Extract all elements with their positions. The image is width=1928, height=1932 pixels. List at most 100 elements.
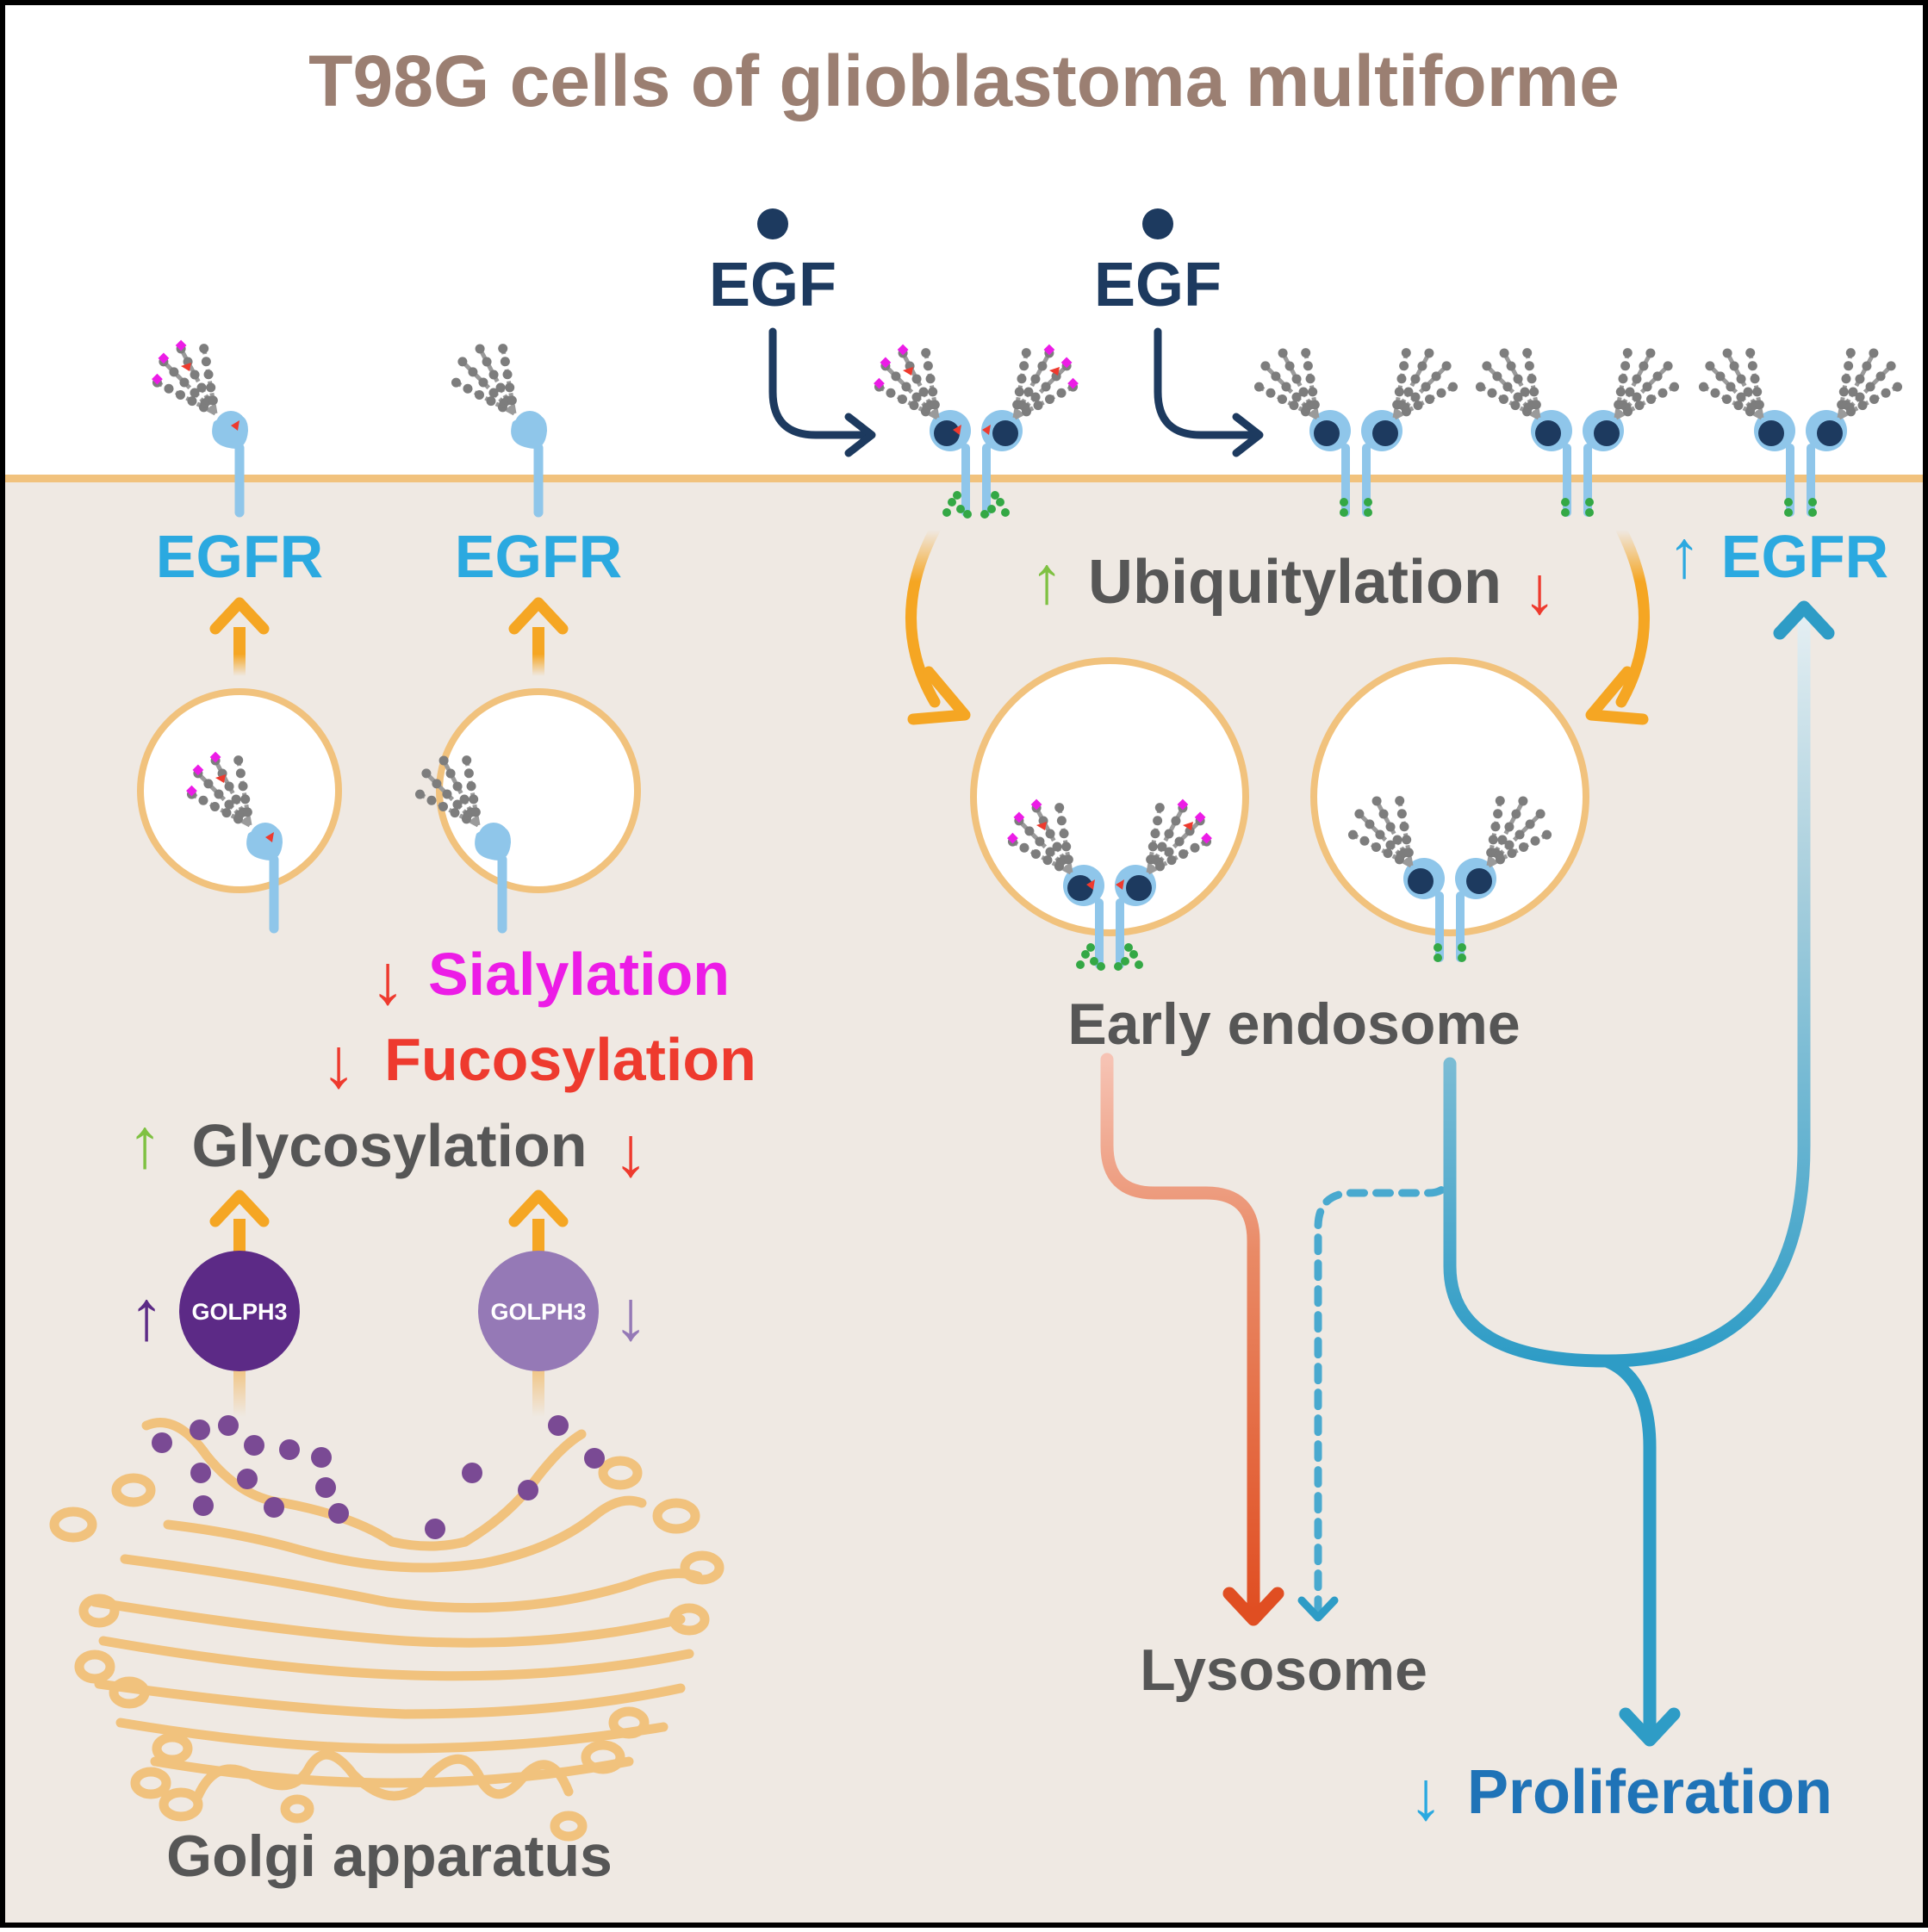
proliferation-arrow	[1600, 1354, 1681, 1747]
golph3-punctum-icon	[425, 1519, 445, 1539]
golph3-punctum-icon	[237, 1469, 258, 1489]
golph3-punctum-icon	[328, 1503, 349, 1524]
bound-egf-icon	[934, 420, 960, 446]
ubiquitin-icon	[1808, 508, 1817, 517]
bound-egf-icon	[1594, 420, 1620, 446]
ubiquitin-icon	[963, 510, 972, 519]
ubiquitin-icon	[1808, 498, 1817, 506]
n-glycan-icon	[152, 339, 239, 431]
transport-vesicle-high	[137, 688, 342, 893]
golph3-punctum-icon	[584, 1448, 605, 1469]
golph3-punctum-icon	[315, 1477, 336, 1498]
ubiquitin-icon	[1340, 498, 1348, 506]
golph3-stem-high	[233, 1365, 246, 1417]
golph3-punctum-icon	[244, 1435, 264, 1456]
ubiquitin-icon	[953, 491, 961, 500]
early-endosome-label: Early endosome	[1067, 991, 1520, 1057]
glycosylation-up-arrow-icon: ↑	[127, 1104, 163, 1183]
figure-title: T98G cells of glioblastoma multiforme	[308, 40, 1620, 121]
endocytosis-arrow-right	[1585, 524, 1650, 725]
ubiquitylation-down-arrow-icon: ↓	[1523, 552, 1557, 628]
ubiquitin-icon	[1364, 508, 1372, 517]
recycling-arrow	[1443, 600, 1835, 1368]
glycosylation-label: Glycosylation	[191, 1112, 587, 1179]
n-glycan-icon	[982, 344, 1079, 435]
endosome-egfr-dimer-low	[1347, 796, 1552, 962]
golph3-punctum-icon	[279, 1439, 300, 1460]
ubiquitin-icon	[1076, 960, 1085, 969]
ubiquitin-icon	[1784, 498, 1793, 506]
ubiquitin-icon	[1784, 508, 1793, 517]
egf-label-right: EGF	[1094, 251, 1222, 320]
egf-dot-icon	[757, 208, 788, 239]
egfr-monomer-sialylated	[152, 339, 248, 518]
sialylation-down-arrow-icon: ↓	[370, 941, 406, 1019]
ubiquitin-icon	[1097, 962, 1105, 971]
golph3-high-label: GOLPH3	[191, 1299, 287, 1325]
golph3-high: GOLPH3	[179, 1251, 300, 1371]
sialylation-label: Sialylation	[428, 941, 730, 1008]
n-glycan-icon	[414, 755, 481, 828]
ubiquitin-icon	[1561, 508, 1570, 517]
bound-egf-icon	[1126, 875, 1152, 901]
golph3-punctum-icon	[218, 1415, 239, 1436]
egfr-surface-row: ↑ EGFR	[1668, 516, 1889, 592]
n-glycan-icon	[1253, 348, 1320, 420]
golph3-punctum-icon	[190, 1463, 211, 1483]
fucosylation-label: Fucosylation	[384, 1026, 756, 1093]
egfr-dimer-a	[1253, 348, 1458, 517]
n-glycan-icon	[1698, 348, 1764, 420]
golph3-puncta-layer	[152, 1415, 605, 1539]
n-glycan-icon	[1347, 796, 1414, 868]
ubiquitin-icon	[996, 498, 1004, 506]
proliferation-row: ↓ Proliferation	[1409, 1757, 1832, 1834]
golph3-stem-low	[532, 1365, 544, 1417]
ubiquitin-icon	[956, 505, 965, 513]
fucosylation-down-arrow-icon: ↓	[321, 1024, 357, 1103]
egfr-up-arrow-icon: ↑	[1668, 516, 1701, 592]
ubiquitylation-up-arrow-icon: ↑	[1030, 542, 1064, 618]
ubiquitin-icon	[1340, 508, 1348, 517]
n-glycan-icon	[1837, 348, 1903, 420]
proliferation-label: Proliferation	[1467, 1758, 1832, 1827]
egf-ligand-right: EGF	[1094, 208, 1222, 320]
lysosome-label: Lysosome	[1140, 1637, 1427, 1703]
early-endosome-low	[1310, 657, 1589, 936]
ubiquitin-icon	[942, 508, 951, 517]
ubiquitin-icon	[1001, 508, 1010, 517]
golph3-up-arrow-icon: ↑	[129, 1277, 165, 1355]
ubiquitin-icon	[1086, 943, 1095, 952]
golph3-punctum-icon	[152, 1432, 172, 1453]
n-glycan-icon	[1614, 348, 1680, 420]
golgi-apparatus-icon	[49, 1418, 725, 1842]
ubiquitin-icon	[1364, 498, 1372, 506]
ubiquitin-icon	[1458, 954, 1466, 962]
egf-ligand-left: EGF	[709, 208, 837, 320]
golph3-to-glycosylation-arrow-high	[209, 1190, 270, 1253]
n-glycan-icon	[874, 344, 961, 435]
n-glycan-icon	[1116, 798, 1212, 890]
bound-egf-icon	[1817, 420, 1843, 446]
ubiquitylation-label: Ubiquitylation	[1088, 548, 1502, 617]
golph3-punctum-icon	[311, 1447, 332, 1468]
bound-egf-icon	[1067, 875, 1093, 901]
egfr-surface-label: EGFR	[1721, 523, 1888, 590]
ubiquitin-icon	[1129, 950, 1138, 959]
golph3-low: GOLPH3	[478, 1251, 599, 1371]
ubiquitin-icon	[991, 491, 999, 500]
bound-egf-icon	[1466, 868, 1492, 894]
golph3-punctum-icon	[548, 1415, 569, 1436]
ubiquitin-icon	[980, 510, 989, 519]
receptor-layer	[152, 339, 1903, 519]
bound-egf-icon	[1535, 420, 1561, 446]
golph3-punctum-icon	[193, 1495, 214, 1516]
vesicle-receptor-layer	[186, 751, 1552, 971]
egfr-dimer-b	[1475, 348, 1680, 517]
proliferation-down-arrow-icon: ↓	[1409, 1757, 1443, 1834]
early-endosome-high	[970, 657, 1249, 936]
ubiquitin-icon	[1458, 943, 1466, 952]
n-glycan-icon	[451, 344, 517, 416]
egf-label-left: EGF	[709, 251, 837, 320]
